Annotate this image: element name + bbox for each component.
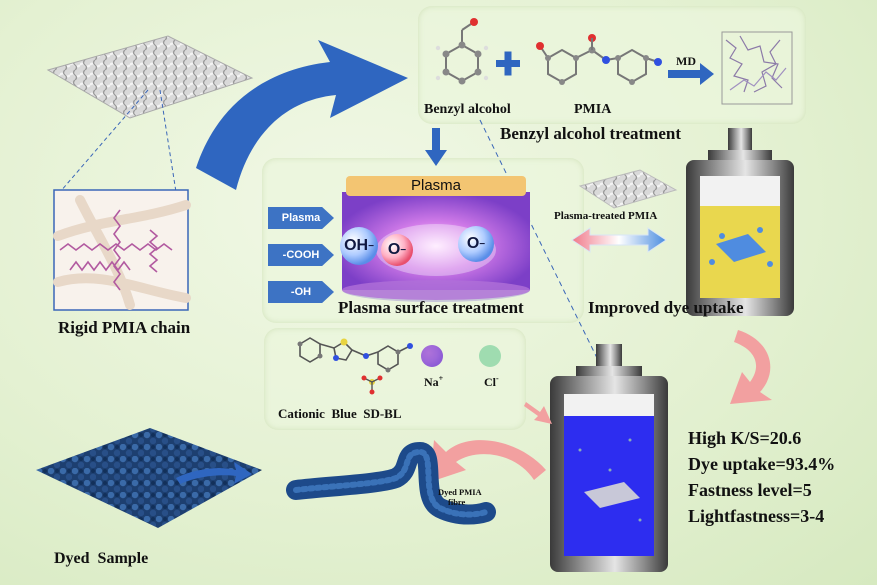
plus-sign: + [500,50,516,51]
sodium-label: Na+ [424,374,444,389]
plasma-chamber-title: Plasma [410,177,462,194]
reactor-vessel-top [686,128,794,316]
ion-o-blue: O− [466,235,486,252]
result-ks: High K/S=20.6 [688,428,802,448]
ion-o-red: O− [387,241,407,258]
pmia-fabric [46,35,254,119]
chloride-label: Cl- [484,374,499,389]
reactor-vessel-bottom [550,344,668,572]
dyed-fibre-label: Dyed PMIA fibre [438,487,482,507]
improved-uptake-caption: Improved dye uptake [588,298,744,317]
md-simulation-box [721,31,793,105]
input-tag-cooh: -COOH [268,244,334,266]
dyed-fibre-label-line1: Dyed PMIA [438,487,482,497]
bidirectional-arrow [571,227,667,253]
md-label: MD [676,54,696,68]
pmia-molecule [539,45,659,84]
plasma-caption: Plasma surface treatment [338,298,524,317]
benzyl-alcohol-molecule [445,21,479,83]
dye-name-label: Cationic Blue SD-BL [278,406,402,421]
dyed-sample-fabric [36,428,262,528]
result-lightfastness: Lightfastness=3-4 [688,506,825,526]
result-uptake: Dye uptake=93.4% [688,454,836,474]
dye-panel [264,328,526,430]
input-tag-plasma: Plasma [268,207,334,229]
rigid-chain-label: Rigid PMIA chain [58,318,191,337]
result-fastness: Fastness level=5 [688,480,812,500]
input-tag-oh: -OH [268,281,334,303]
big-blue-arrow [196,40,408,190]
ion-oh: OH− [344,237,374,254]
dyed-fibre-label-line2: fibre [448,497,466,507]
results-list: High K/S=20.6 Dye uptake=93.4% Fastness … [688,428,873,538]
dye-molecule [299,337,411,371]
dyed-sample-label: Dyed Sample [54,550,149,567]
plasma-treated-fabric-label: Plasma-treated PMIA [554,210,658,222]
benzyl-alcohol-label: Benzyl alcohol [424,102,511,117]
benzyl-treatment-title: Benzyl alcohol treatment [500,124,681,143]
pmia-label: PMIA [574,102,612,117]
